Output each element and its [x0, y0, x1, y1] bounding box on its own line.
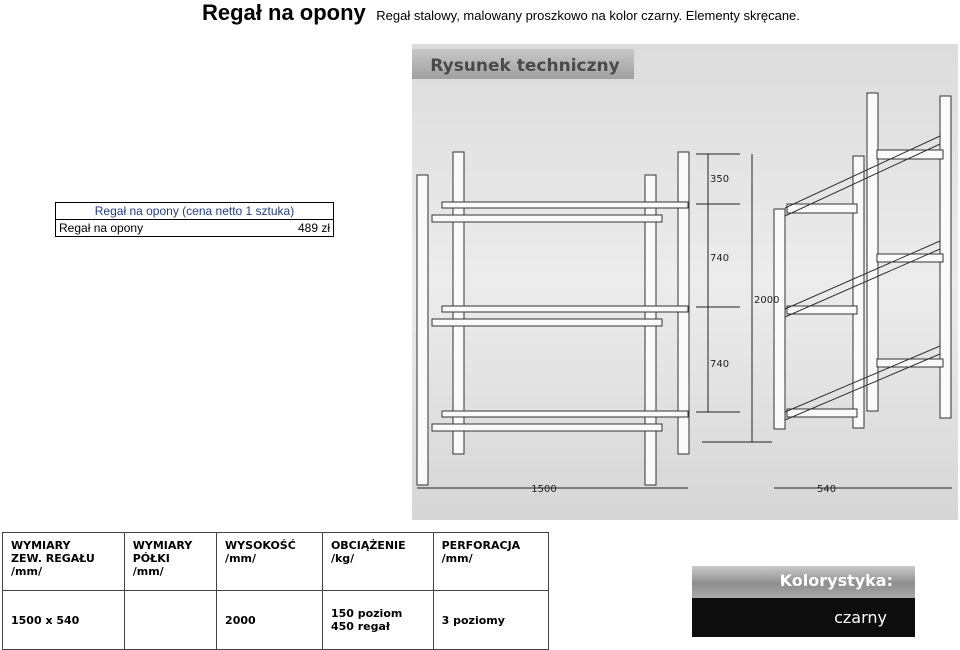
price-table: Regał na opony (cena netto 1 sztuka) Reg… — [55, 202, 334, 237]
page-header: Regał na opony Regał stalowy, malowany p… — [202, 0, 800, 26]
spec-header-height: WYSOKOŚĆ /mm/ — [216, 532, 323, 591]
dim-total-height: 2000 — [754, 295, 779, 306]
spec-value-shelf-dimensions — [123, 590, 218, 650]
drawing-banner-text: Rysunek techniczny — [430, 56, 619, 76]
dim-level-gap-1: 740 — [710, 253, 729, 264]
drawing-banner — [412, 49, 634, 79]
price-table-header: Regał na opony (cena netto 1 sztuka) — [55, 202, 334, 220]
spec-value-perforation: 3 poziomy — [432, 590, 550, 650]
colors-panel-value: czarny — [692, 598, 915, 637]
price-row-name: Regał na opony — [55, 219, 244, 237]
price-row: Regał na opony 489 zł — [55, 219, 334, 237]
dim-level-gap-2: 740 — [710, 359, 729, 370]
front-rack — [416, 151, 690, 486]
spec-header-load: OBCIĄŻENIE /kg/ — [321, 532, 434, 591]
spec-header-row: WYMIARY ZEW. REGAŁU /mm/ WYMIARY PÓŁKI /… — [2, 532, 550, 591]
spec-header-shelf-dimensions: WYMIARY PÓŁKI /mm/ — [123, 532, 218, 591]
colors-panel: Kolorystyka: czarny — [692, 566, 915, 637]
spec-header-outer-dimensions: WYMIARY ZEW. REGAŁU /mm/ — [2, 532, 125, 591]
spec-header-perforation: PERFORACJA /mm/ — [432, 532, 550, 591]
dim-width: 1500 — [531, 484, 556, 495]
colors-panel-title: Kolorystyka: — [692, 566, 915, 598]
side-rack-braces — [784, 135, 941, 421]
spec-value-height: 2000 — [216, 590, 323, 650]
spec-value-row: 1500 x 540 2000 150 poziom 450 regał 3 p… — [2, 590, 550, 650]
page-title: Regał na opony — [202, 0, 366, 25]
spec-value-load: 150 poziom 450 regał — [321, 590, 434, 650]
dim-top-gap: 350 — [710, 174, 729, 185]
price-row-value: 489 zł — [243, 219, 334, 237]
dimension-lines — [417, 153, 952, 489]
spec-table: WYMIARY ZEW. REGAŁU /mm/ WYMIARY PÓŁKI /… — [2, 532, 550, 650]
page-subtitle: Regał stalowy, malowany proszkowo na kol… — [376, 8, 800, 23]
dim-depth: 540 — [817, 484, 836, 495]
technical-drawing: Rysunek techniczny — [412, 44, 958, 520]
spec-value-outer-dimensions: 1500 x 540 — [2, 590, 125, 650]
